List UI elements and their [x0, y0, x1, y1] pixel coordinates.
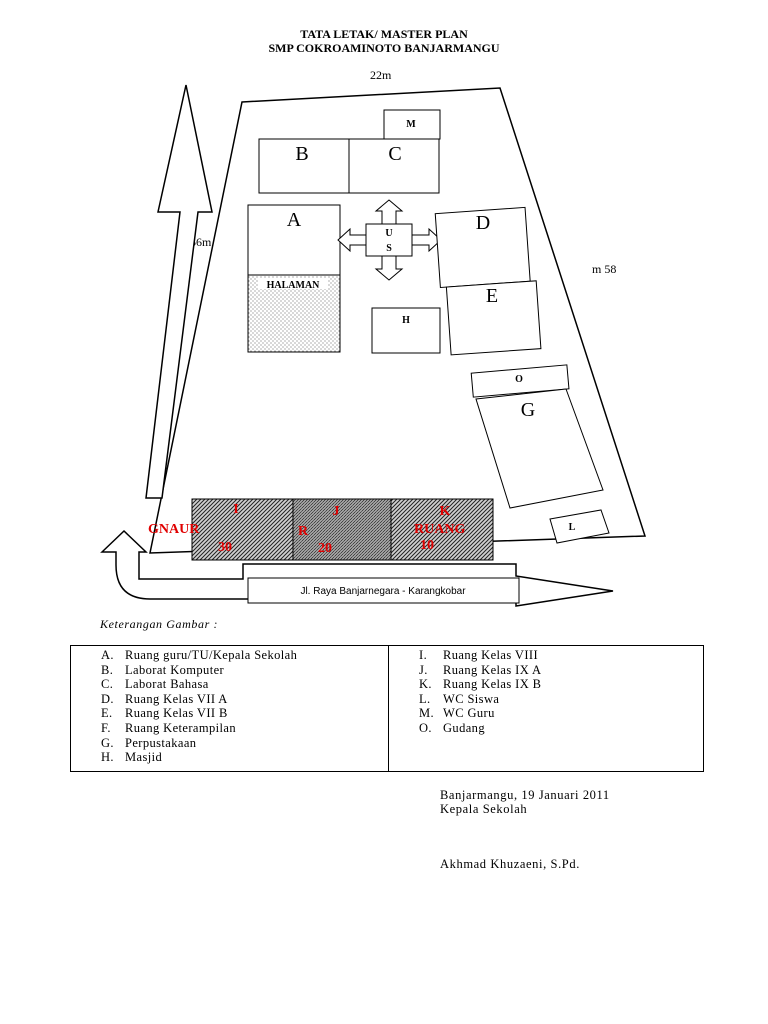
signature-name: Akhmad Khuzaeni, S.Pd.	[440, 857, 580, 871]
signature-role: Kepala Sekolah	[440, 802, 528, 816]
building-d-label: D	[476, 212, 490, 234]
overlay-text-gnaur: GNAUR	[148, 522, 200, 537]
building-e-label: E	[486, 285, 498, 307]
legend-left-column: A.Ruang guru/TU/Kepala Sekolah B.Laborat…	[71, 646, 389, 771]
dimension-left: 56m	[190, 235, 212, 249]
legend-item: B.Laborat Komputer	[101, 662, 225, 677]
building-a-label: A	[287, 209, 302, 231]
building-e	[445, 280, 542, 356]
overlay-number-20: 20	[318, 541, 332, 556]
building-h	[371, 307, 441, 354]
building-c-label: C	[388, 143, 401, 165]
legend-item: A.Ruang guru/TU/Kepala Sekolah	[101, 648, 298, 662]
center-arrows	[337, 199, 442, 281]
overlay-text-r: R	[298, 524, 309, 539]
building-m-label: M	[406, 119, 416, 130]
building-g	[475, 388, 604, 509]
legend-table: A.Ruang guru/TU/Kepala Sekolah B.Laborat…	[70, 645, 704, 772]
building-a	[247, 204, 341, 276]
legend-item: L.WC Siswa	[419, 691, 500, 706]
legend-item: H.Masjid	[101, 750, 163, 765]
legend-item: O.Gudang	[419, 720, 485, 735]
classroom-k	[390, 498, 494, 561]
classroom-k-label: K	[440, 504, 451, 519]
building-us	[365, 223, 413, 257]
building-l-label: L	[569, 522, 576, 533]
building-b	[258, 138, 350, 194]
legend-right-column: I.Ruang Kelas VIII J.Ruang Kelas IX A K.…	[389, 646, 703, 771]
building-o-label: O	[515, 374, 523, 385]
title-line-2: SMP COKROAMINOTO BANJARMANGU	[268, 41, 499, 55]
building-o	[470, 364, 570, 398]
courtyard-label: HALAMAN	[267, 280, 321, 291]
overlay-number-30: 30	[218, 540, 232, 555]
classroom-i	[191, 498, 294, 561]
building-l	[549, 509, 610, 544]
site-boundary	[149, 87, 647, 554]
dimension-top: 22m	[370, 68, 392, 82]
building-us-label-u: U	[385, 228, 392, 239]
building-b-label: B	[295, 143, 308, 165]
legend-item: C.Laborat Bahasa	[101, 677, 209, 692]
building-us-label-s: S	[386, 243, 392, 254]
legend-item: F.Ruang Keterampilan	[101, 720, 236, 735]
legend-item: K.Ruang Kelas IX B	[419, 677, 542, 692]
legend-item: E.Ruang Kelas VII B	[101, 706, 228, 721]
road-label: Jl. Raya Banjarnegara - Karangkobar	[300, 586, 466, 597]
dimension-right: m 58	[592, 262, 616, 276]
classroom-i-label: I	[233, 502, 238, 517]
entrance-arrow-up	[145, 84, 213, 499]
legend-item: J.Ruang Kelas IX A	[419, 662, 542, 677]
building-g-label: G	[521, 399, 535, 421]
master-plan-diagram: TATA LETAK/ MASTER PLAN SMP COKROAMINOTO…	[100, 27, 647, 607]
legend-item: I.Ruang Kelas VIII	[419, 648, 539, 662]
building-h-label: H	[402, 315, 410, 326]
legend-item: M.WC Guru	[419, 706, 495, 721]
classroom-j-label: J	[333, 504, 340, 519]
classroom-j	[292, 498, 392, 561]
legend-item: D.Ruang Kelas VII A	[101, 691, 228, 706]
road-label-box	[247, 577, 520, 604]
building-m	[383, 109, 441, 140]
overlay-text-ruang: RUANG	[414, 522, 465, 537]
legend-item: G.Perpustakaan	[101, 735, 197, 750]
title-line-1: TATA LETAK/ MASTER PLAN	[300, 27, 468, 41]
signature-place-date: Banjarmangu, 19 Januari 2011	[440, 788, 610, 802]
overlay-number-10: 10	[420, 538, 434, 553]
legend-caption: Keterangan Gambar :	[100, 617, 219, 631]
building-c	[348, 138, 440, 194]
